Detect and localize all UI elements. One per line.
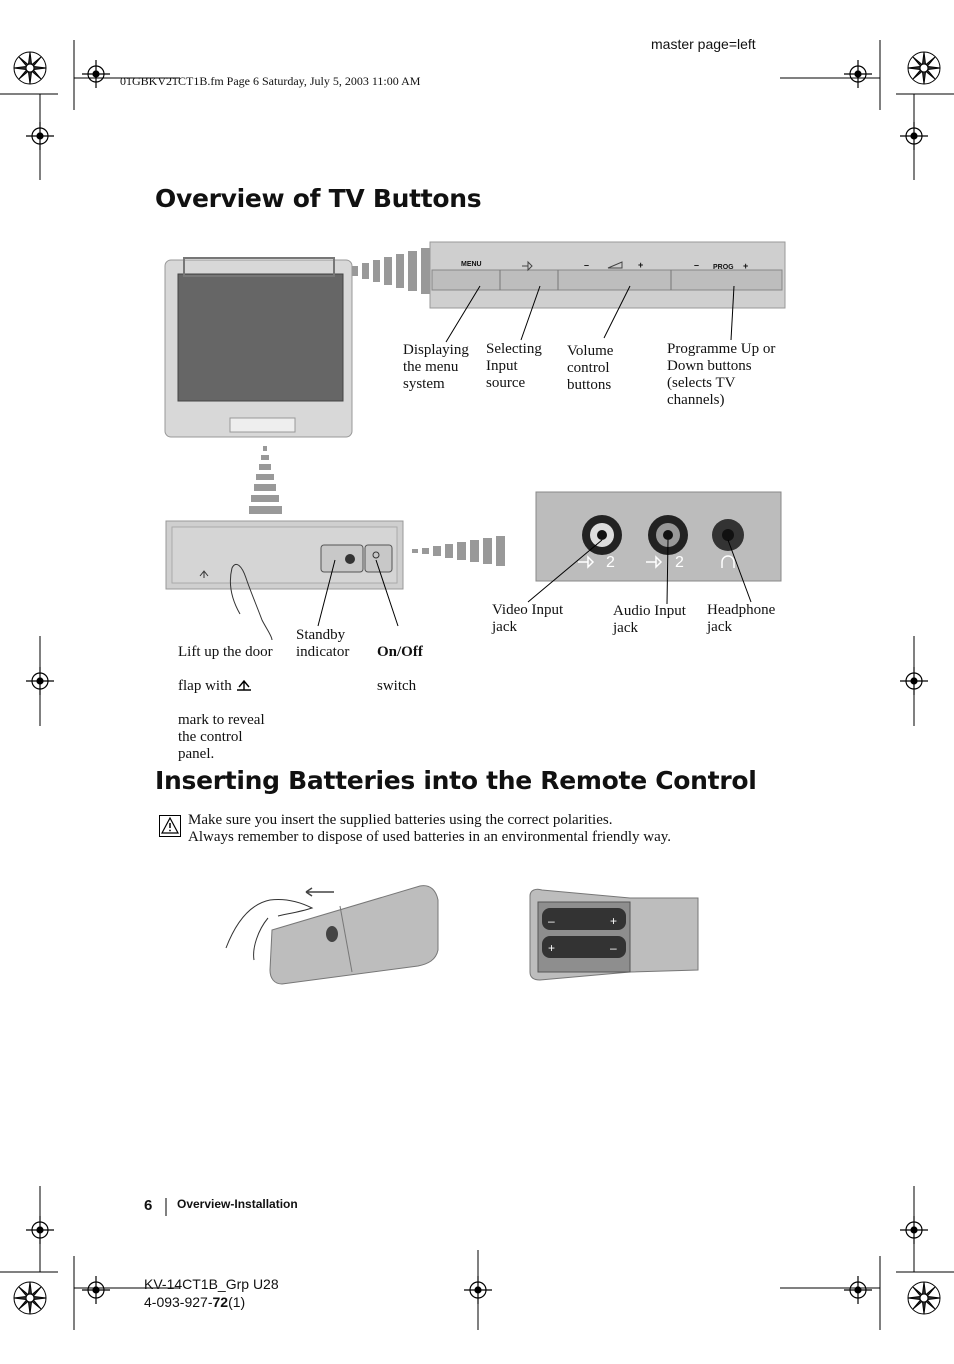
svg-text:+: +: [548, 941, 555, 955]
remote-cover-illustration: [226, 886, 438, 984]
svg-text:–: –: [548, 914, 555, 928]
footer-section: Overview-Installation: [177, 1197, 298, 1211]
remote-open-illustration: – + + –: [530, 889, 698, 980]
footer-part-number: 4-093-927-72(1): [144, 1293, 279, 1311]
svg-text:+: +: [610, 914, 617, 928]
footer-part-prefix: 4-093-927-: [144, 1294, 213, 1310]
footer-part-bold: 72: [213, 1294, 229, 1310]
footer-model-info: KV-14CT1B_Grp U28 4-093-927-72(1): [144, 1275, 279, 1311]
page-number: 6: [144, 1197, 152, 1214]
footer-part-suffix: (1): [228, 1294, 245, 1310]
svg-text:–: –: [610, 941, 617, 955]
footer-model: KV-14CT1B_Grp U28: [144, 1275, 279, 1293]
